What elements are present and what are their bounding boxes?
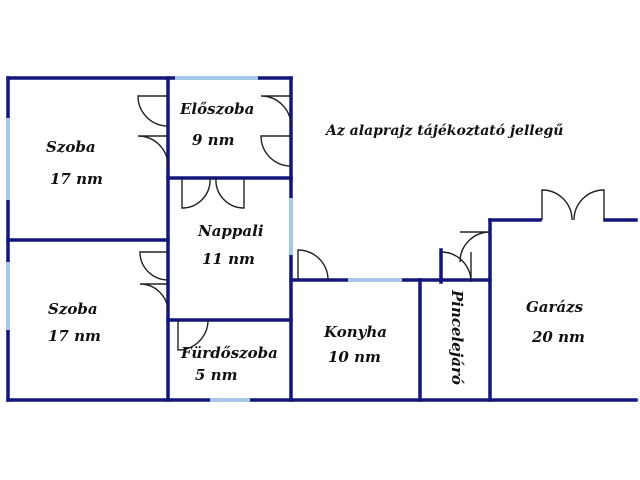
- room-name-szoba-bottom: Szoba: [48, 300, 98, 318]
- room-area-nappali: 11 nm: [202, 250, 255, 268]
- door-nappali-szoba: [139, 251, 169, 313]
- room-name-szoba-top: Szoba: [46, 138, 96, 156]
- door-eloszoba-nappali: [181, 177, 245, 209]
- door-kitchen: [297, 249, 329, 281]
- room-name-garazs: Garázs: [526, 298, 584, 316]
- door-garage-gate: [541, 189, 605, 221]
- door-garage-entry: [459, 231, 491, 263]
- disclaimer-note: Az alaprajz tájékoztató jellegű: [324, 123, 563, 139]
- room-area-szoba-top: 17 nm: [50, 170, 103, 188]
- room-name-furdoszoba: Fürdőszoba: [180, 344, 278, 362]
- room-name-konyha: Konyha: [323, 323, 387, 341]
- walls: [6, 76, 638, 402]
- room-name-pincelejaro: Pincelejáró: [448, 289, 466, 385]
- door-bathroom: [177, 319, 209, 351]
- room-name-nappali: Nappali: [197, 222, 264, 240]
- door-eloszoba-left: [137, 95, 169, 167]
- room-area-furdoszoba: 5 nm: [195, 366, 237, 384]
- door-cellar: [440, 251, 472, 283]
- door-eloszoba-right: [260, 95, 292, 167]
- windows: [6, 76, 402, 402]
- room-area-konyha: 10 nm: [328, 348, 381, 366]
- room-area-szoba-bottom: 17 nm: [48, 327, 101, 345]
- room-area-garazs: 20 nm: [531, 328, 585, 346]
- doors: [137, 95, 605, 351]
- room-name-eloszoba: Előszoba: [179, 100, 254, 118]
- room-area-eloszoba: 9 nm: [192, 131, 234, 149]
